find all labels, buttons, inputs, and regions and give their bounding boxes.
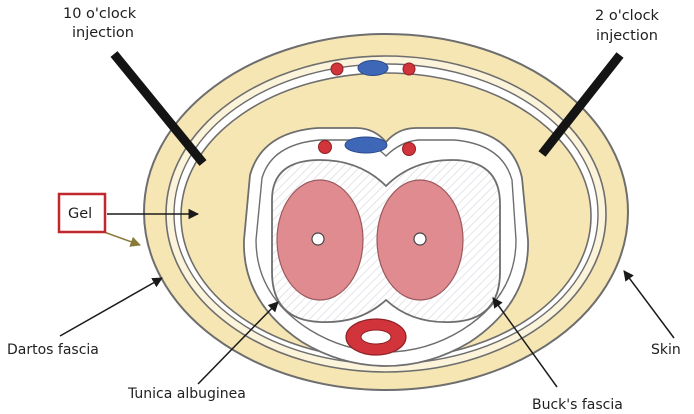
superficial-dorsal-vein bbox=[357, 60, 389, 76]
left-cavernosal-artery bbox=[311, 232, 325, 246]
bucks-fascia-arrow bbox=[492, 297, 558, 388]
tunica-albuginea-label: Tunica albuginea bbox=[127, 386, 246, 402]
right-cavernosal-artery bbox=[413, 232, 427, 246]
skin-label: Skin bbox=[651, 342, 681, 358]
ten-oclock-label-line1: 10 o'clock bbox=[63, 6, 137, 22]
dartos-fascia-label: Dartos fascia bbox=[7, 342, 99, 358]
two-oclock-label-line1: 2 o'clock bbox=[595, 8, 660, 24]
deep-dorsal-artery-left bbox=[318, 140, 332, 154]
superficial-dorsal-artery-left bbox=[330, 62, 344, 76]
tunica-albuginea-arrow bbox=[197, 301, 279, 385]
bucks-fascia-label: Buck's fascia bbox=[532, 397, 623, 413]
skin-arrow bbox=[623, 270, 675, 339]
dartos-fascia-arrow bbox=[59, 277, 163, 337]
urethra-lumen bbox=[360, 329, 392, 345]
deep-dorsal-artery-right bbox=[402, 142, 416, 156]
deep-dorsal-vein bbox=[344, 136, 388, 154]
ten-oclock-label-line2: injection bbox=[72, 25, 134, 41]
ten-oclock-injection-needle bbox=[110, 51, 207, 166]
two-oclock-injection-needle bbox=[538, 52, 624, 157]
superficial-dorsal-artery-right bbox=[402, 62, 416, 76]
two-oclock-label-line2: injection bbox=[596, 28, 658, 44]
gel-label: Gel bbox=[68, 206, 92, 222]
gel-box-pointer bbox=[103, 231, 141, 247]
gel-label-box bbox=[57, 192, 107, 234]
